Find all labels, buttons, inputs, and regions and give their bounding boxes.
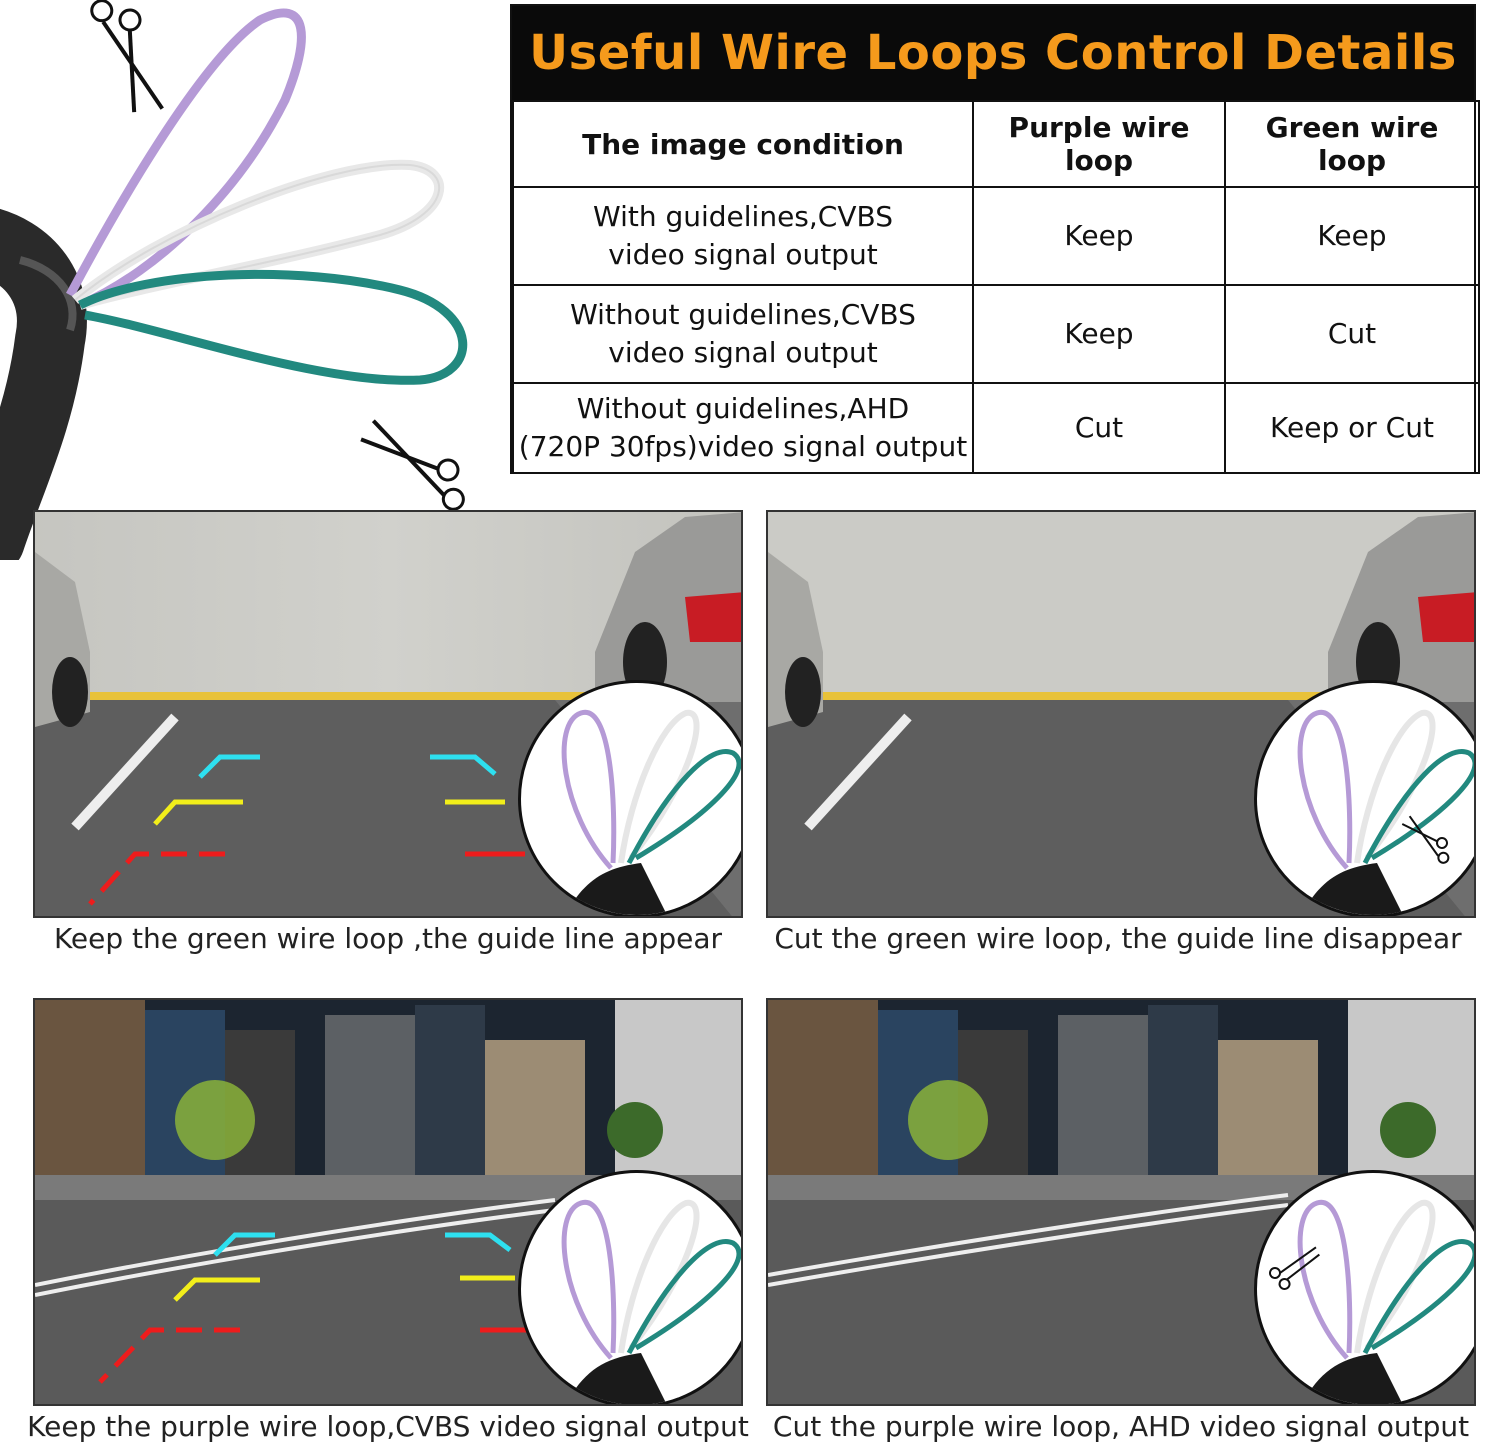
city-scene bbox=[768, 1000, 1474, 1404]
table-header-row: The image condition Purple wire loop Gre… bbox=[512, 100, 1480, 188]
table-row: Without guidelines,AHD(720P 30fps)video … bbox=[512, 382, 1480, 474]
green-cell: Cut bbox=[1224, 284, 1480, 384]
scissors-icon bbox=[360, 419, 465, 511]
wire-inset bbox=[1254, 680, 1474, 916]
wire-loops-table: Useful Wire Loops Control Details The im… bbox=[510, 4, 1480, 474]
wire-inset bbox=[518, 1170, 741, 1404]
panel-parking-guidelines bbox=[33, 510, 743, 918]
scissors-icon bbox=[1401, 815, 1450, 864]
scissors-icon bbox=[1269, 1246, 1320, 1290]
panel-parking-no-guidelines bbox=[766, 510, 1476, 918]
purple-cell: Keep bbox=[972, 284, 1226, 384]
caption-panel-2: Cut the green wire loop, the guide line … bbox=[774, 922, 1462, 955]
cable-icon bbox=[0, 209, 87, 560]
panel-city-guidelines bbox=[33, 998, 743, 1406]
wire-inset bbox=[518, 680, 741, 916]
header-green-wire-loop: Green wire loop bbox=[1224, 100, 1480, 188]
header-purple-wire-loop: Purple wire loop bbox=[972, 100, 1226, 188]
purple-cell: Keep bbox=[972, 186, 1226, 286]
caption-panel-3: Keep the purple wire loop,CVBS video sig… bbox=[27, 1410, 749, 1443]
wire-loops-illustration bbox=[0, 0, 468, 560]
wire-inset bbox=[1254, 1170, 1474, 1404]
table-title: Useful Wire Loops Control Details bbox=[512, 6, 1474, 100]
header-image-condition: The image condition bbox=[512, 100, 974, 188]
purple-cell: Cut bbox=[972, 382, 1226, 474]
green-cell: Keep bbox=[1224, 186, 1480, 286]
caption-panel-1: Keep the green wire loop ,the guide line… bbox=[53, 922, 723, 955]
condition-cell: Without guidelines,AHD(720P 30fps)video … bbox=[512, 382, 974, 474]
green-wire-loop bbox=[77, 269, 468, 385]
guide-lines bbox=[88, 754, 525, 906]
green-cell: Keep or Cut bbox=[1224, 382, 1480, 474]
caption-panel-4: Cut the purple wire loop, AHD video sign… bbox=[772, 1410, 1470, 1443]
scissors-icon bbox=[90, 0, 164, 113]
panel-city-no-guidelines bbox=[766, 998, 1476, 1406]
